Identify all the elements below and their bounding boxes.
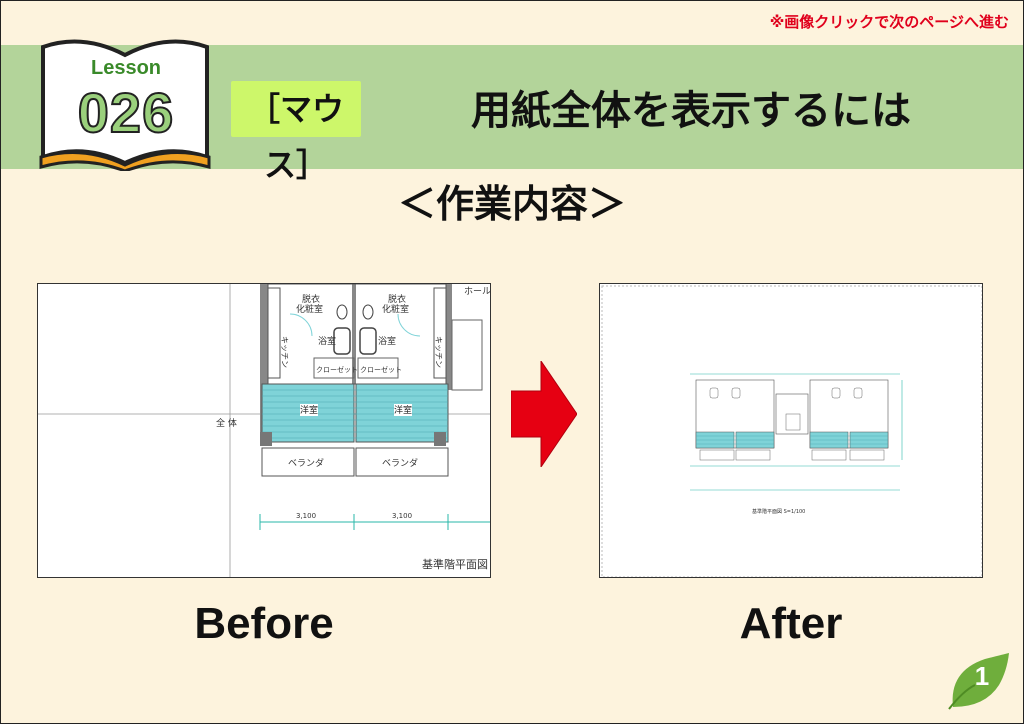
book-icon <box>39 39 211 171</box>
next-page-notice: ※画像クリックで次のページへ進む <box>769 13 1009 31</box>
label-veranda-2: ベランダ <box>382 457 418 469</box>
label-hall: ホール <box>464 286 491 297</box>
lesson-label: Lesson <box>90 57 162 79</box>
label-dimension: 3,100 <box>296 512 316 520</box>
label-overall: 全 体 <box>216 417 237 429</box>
arrow-right-icon <box>511 361 577 467</box>
after-caption: After <box>739 599 843 648</box>
label-kitchen: キッチン <box>280 336 289 368</box>
before-screenshot[interactable]: 脱衣 化粧室 脱衣 化粧室 浴室 浴室 クローゼット クローゼット キッチン キ… <box>37 283 491 578</box>
after-plan-title: 基準階平面図 S=1/100 <box>752 508 805 515</box>
label-powder-room-2: 化粧室 <box>382 303 409 315</box>
lesson-number: 026 <box>77 80 175 145</box>
category-badge: ［マウス］ <box>231 81 361 184</box>
page-number[interactable]: 1 <box>974 661 990 691</box>
label-western-room: 洋室 <box>300 404 318 416</box>
page-title: 用紙全体を表示するには <box>471 88 911 134</box>
label-plan-title: 基準階平面図 <box>422 557 488 571</box>
after-floor-plan: 基準階平面図 S=1/100 <box>601 285 982 577</box>
label-closet: クローゼット <box>316 365 358 374</box>
label-bath: 浴室 <box>318 335 336 347</box>
leaf-icon <box>948 653 1009 710</box>
label-dimension-2: 3,100 <box>392 512 412 520</box>
label-kitchen-2: キッチン <box>434 336 443 368</box>
after-screenshot[interactable]: 基準階平面図 S=1/100 <box>599 283 983 578</box>
label-bath-2: 浴室 <box>378 335 396 347</box>
label-dressing: 脱衣 <box>302 293 320 305</box>
before-caption: Before <box>194 599 334 648</box>
label-closet-2: クローゼット <box>360 365 402 374</box>
label-veranda: ベランダ <box>288 457 324 469</box>
label-powder-room: 化粧室 <box>296 303 323 315</box>
before-floor-plan: 脱衣 化粧室 脱衣 化粧室 浴室 浴室 クローゼット クローゼット キッチン キ… <box>38 284 491 577</box>
label-western-room-2: 洋室 <box>394 404 412 416</box>
label-dressing-2: 脱衣 <box>388 293 406 305</box>
section-title: ＜作業内容＞ <box>397 182 626 226</box>
